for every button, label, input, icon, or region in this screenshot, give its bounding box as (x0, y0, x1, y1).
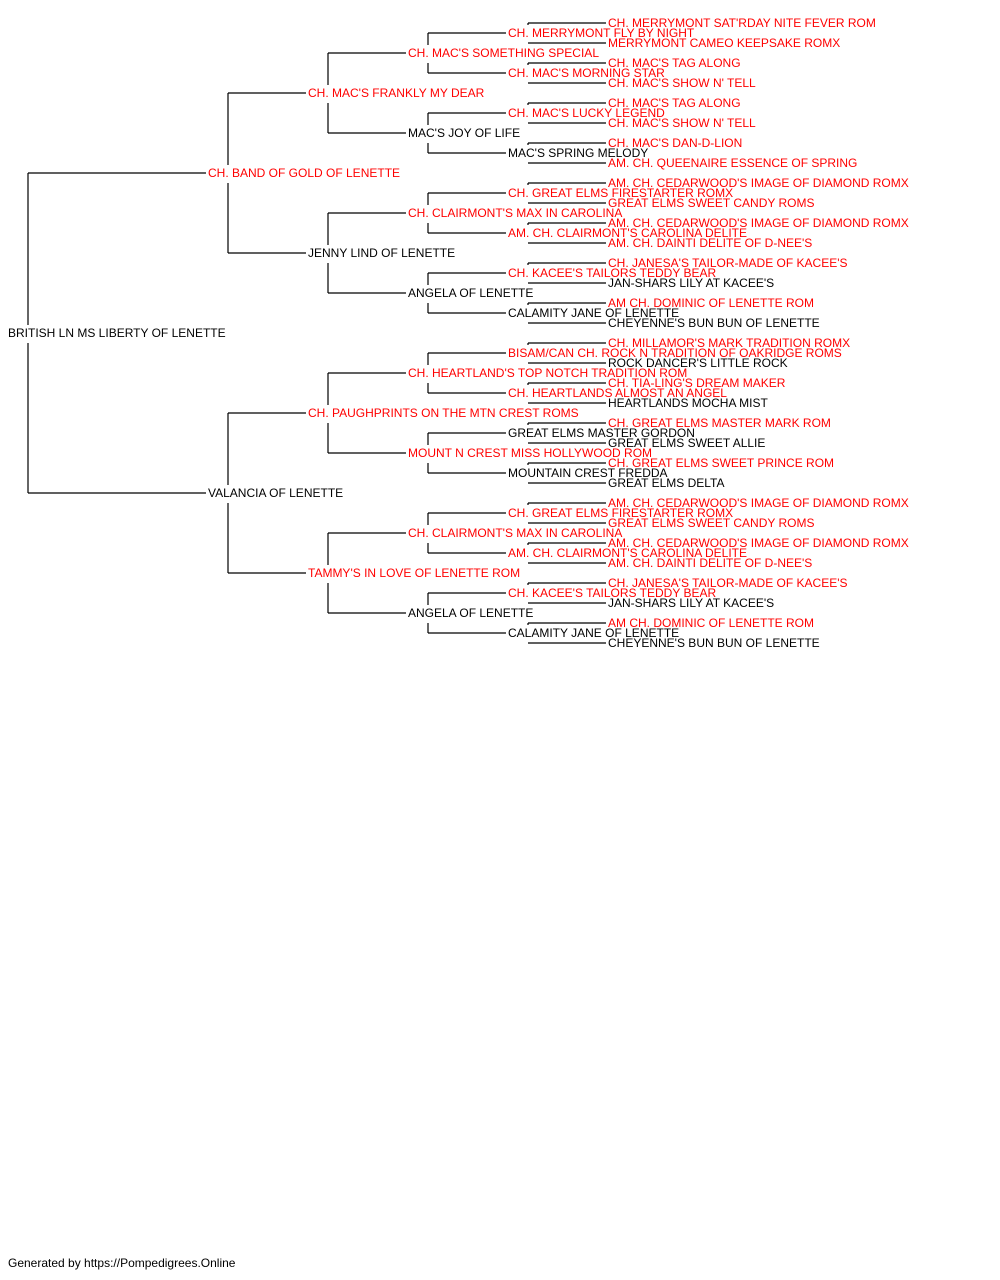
ancestor-name-gen5: CH. JANESA'S TAILOR-MADE OF KACEE'S (608, 256, 848, 270)
ancestor-name-gen1: VALANCIA OF LENETTE (208, 486, 343, 500)
ancestor-name-gen5: MERRYMONT CAMEO KEEPSAKE ROMX (608, 36, 840, 50)
ancestor-name-gen4: AM. CH. CLAIRMONT'S CAROLINA DELITE (508, 546, 747, 560)
ancestor-name-gen4: MOUNTAIN CREST FREDDA (508, 466, 668, 480)
ancestor-name-gen5: AM CH. DOMINIC OF LENETTE ROM (608, 296, 814, 310)
ancestor-name-gen4: MAC'S SPRING MELODY (508, 146, 648, 160)
ancestor-name-gen3: CH. CLAIRMONT'S MAX IN CAROLINA (408, 526, 622, 540)
ancestor-name-gen5: AM. CH. QUEENAIRE ESSENCE OF SPRING (608, 156, 857, 170)
ancestor-name-gen5: CH. GREAT ELMS MASTER MARK ROM (608, 416, 831, 430)
ancestor-name-gen5: HEARTLANDS MOCHA MIST (608, 396, 768, 410)
ancestor-name-gen5: CH. MILLAMOR'S MARK TRADITION ROMX (608, 336, 850, 350)
ancestor-name-gen5: AM. CH. DAINTI DELITE OF D-NEE'S (608, 236, 812, 250)
ancestor-name-gen5: CH. MAC'S SHOW N' TELL (608, 76, 756, 90)
ancestor-name-gen3: MAC'S JOY OF LIFE (408, 126, 520, 140)
ancestor-name-gen5: JAN-SHARS LILY AT KACEE'S (608, 596, 774, 610)
ancestor-name-gen5: CH. MAC'S SHOW N' TELL (608, 116, 756, 130)
ancestor-name-gen3: ANGELA OF LENETTE (408, 286, 533, 300)
ancestor-name-gen4: CALAMITY JANE OF LENETTE (508, 306, 679, 320)
ancestor-name-gen5: CH. JANESA'S TAILOR-MADE OF KACEE'S (608, 576, 848, 590)
ancestor-name-gen4: CH. KACEE'S TAILORS TEDDY BEAR (508, 586, 716, 600)
ancestor-name-gen5: GREAT ELMS SWEET CANDY ROMS (608, 196, 814, 210)
ancestor-name-gen5: GREAT ELMS SWEET ALLIE (608, 436, 765, 450)
ancestor-name-gen5: CH. MERRYMONT SAT'RDAY NITE FEVER ROM (608, 16, 876, 30)
ancestor-name-gen4: AM. CH. CLAIRMONT'S CAROLINA DELITE (508, 226, 747, 240)
ancestor-name-gen3: ANGELA OF LENETTE (408, 606, 533, 620)
ancestor-name-gen3: CH. HEARTLAND'S TOP NOTCH TRADITION ROM (408, 366, 687, 380)
ancestor-name-gen5: CH. MAC'S DAN-D-LION (608, 136, 742, 150)
ancestor-name-gen5: AM. CH. CEDARWOOD'S IMAGE OF DIAMOND ROM… (608, 176, 909, 190)
ancestor-name-gen2: JENNY LIND OF LENETTE (308, 246, 455, 260)
ancestor-name-gen5: JAN-SHARS LILY AT KACEE'S (608, 276, 774, 290)
ancestor-name-gen2: CH. PAUGHPRINTS ON THE MTN CREST ROMS (308, 406, 579, 420)
ancestor-name-gen4: CH. MAC'S LUCKY LEGEND (508, 106, 665, 120)
ancestor-name-gen5: CH. MAC'S TAG ALONG (608, 96, 741, 110)
ancestor-name-gen5: AM. CH. CEDARWOOD'S IMAGE OF DIAMOND ROM… (608, 536, 909, 550)
ancestor-name-gen5: AM. CH. DAINTI DELITE OF D-NEE'S (608, 556, 812, 570)
ancestor-name-gen5: CH. MAC'S TAG ALONG (608, 56, 741, 70)
ancestor-name-gen3: MOUNT N CREST MISS HOLLYWOOD ROM (408, 446, 652, 460)
ancestor-name-gen5: GREAT ELMS DELTA (608, 476, 724, 490)
subject-dog-name: BRITISH LN MS LIBERTY OF LENETTE (8, 326, 226, 340)
ancestor-name-gen5: GREAT ELMS SWEET CANDY ROMS (608, 516, 814, 530)
ancestor-name-gen2: CH. MAC'S FRANKLY MY DEAR (308, 86, 485, 100)
ancestor-name-gen5: CHEYENNE'S BUN BUN OF LENETTE (608, 636, 820, 650)
ancestor-name-gen5: CH. GREAT ELMS SWEET PRINCE ROM (608, 456, 834, 470)
ancestor-name-gen2: TAMMY'S IN LOVE OF LENETTE ROM (308, 566, 520, 580)
ancestor-name-gen3: CH. CLAIRMONT'S MAX IN CAROLINA (408, 206, 622, 220)
ancestor-name-gen4: CALAMITY JANE OF LENETTE (508, 626, 679, 640)
ancestor-name-gen4: CH. MERRYMONT FLY BY NIGHT (508, 26, 695, 40)
ancestor-name-gen4: BISAM/CAN CH. ROCK N TRADITION OF OAKRID… (508, 346, 842, 360)
ancestor-name-gen5: CH. TIA-LING'S DREAM MAKER (608, 376, 786, 390)
ancestor-name-gen4: CH. MAC'S MORNING STAR (508, 66, 665, 80)
ancestor-name-gen4: CH. KACEE'S TAILORS TEDDY BEAR (508, 266, 716, 280)
ancestor-name-gen4: CH. GREAT ELMS FIRESTARTER ROMX (508, 186, 733, 200)
ancestor-name-gen5: ROCK DANCER'S LITTLE ROCK (608, 356, 788, 370)
ancestor-name-gen1: CH. BAND OF GOLD OF LENETTE (208, 166, 400, 180)
ancestor-name-gen5: AM CH. DOMINIC OF LENETTE ROM (608, 616, 814, 630)
ancestor-name-gen5: AM. CH. CEDARWOOD'S IMAGE OF DIAMOND ROM… (608, 216, 909, 230)
footer-credit: Generated by https://Pompedigrees.Online (8, 1256, 236, 1270)
ancestor-name-gen3: CH. MAC'S SOMETHING SPECIAL (408, 46, 599, 60)
ancestor-name-gen4: GREAT ELMS MASTER GORDON (508, 426, 695, 440)
ancestor-name-gen5: AM. CH. CEDARWOOD'S IMAGE OF DIAMOND ROM… (608, 496, 909, 510)
ancestor-name-gen5: CHEYENNE'S BUN BUN OF LENETTE (608, 316, 820, 330)
ancestor-name-gen4: CH. GREAT ELMS FIRESTARTER ROMX (508, 506, 733, 520)
ancestor-name-gen4: CH. HEARTLANDS ALMOST AN ANGEL (508, 386, 727, 400)
